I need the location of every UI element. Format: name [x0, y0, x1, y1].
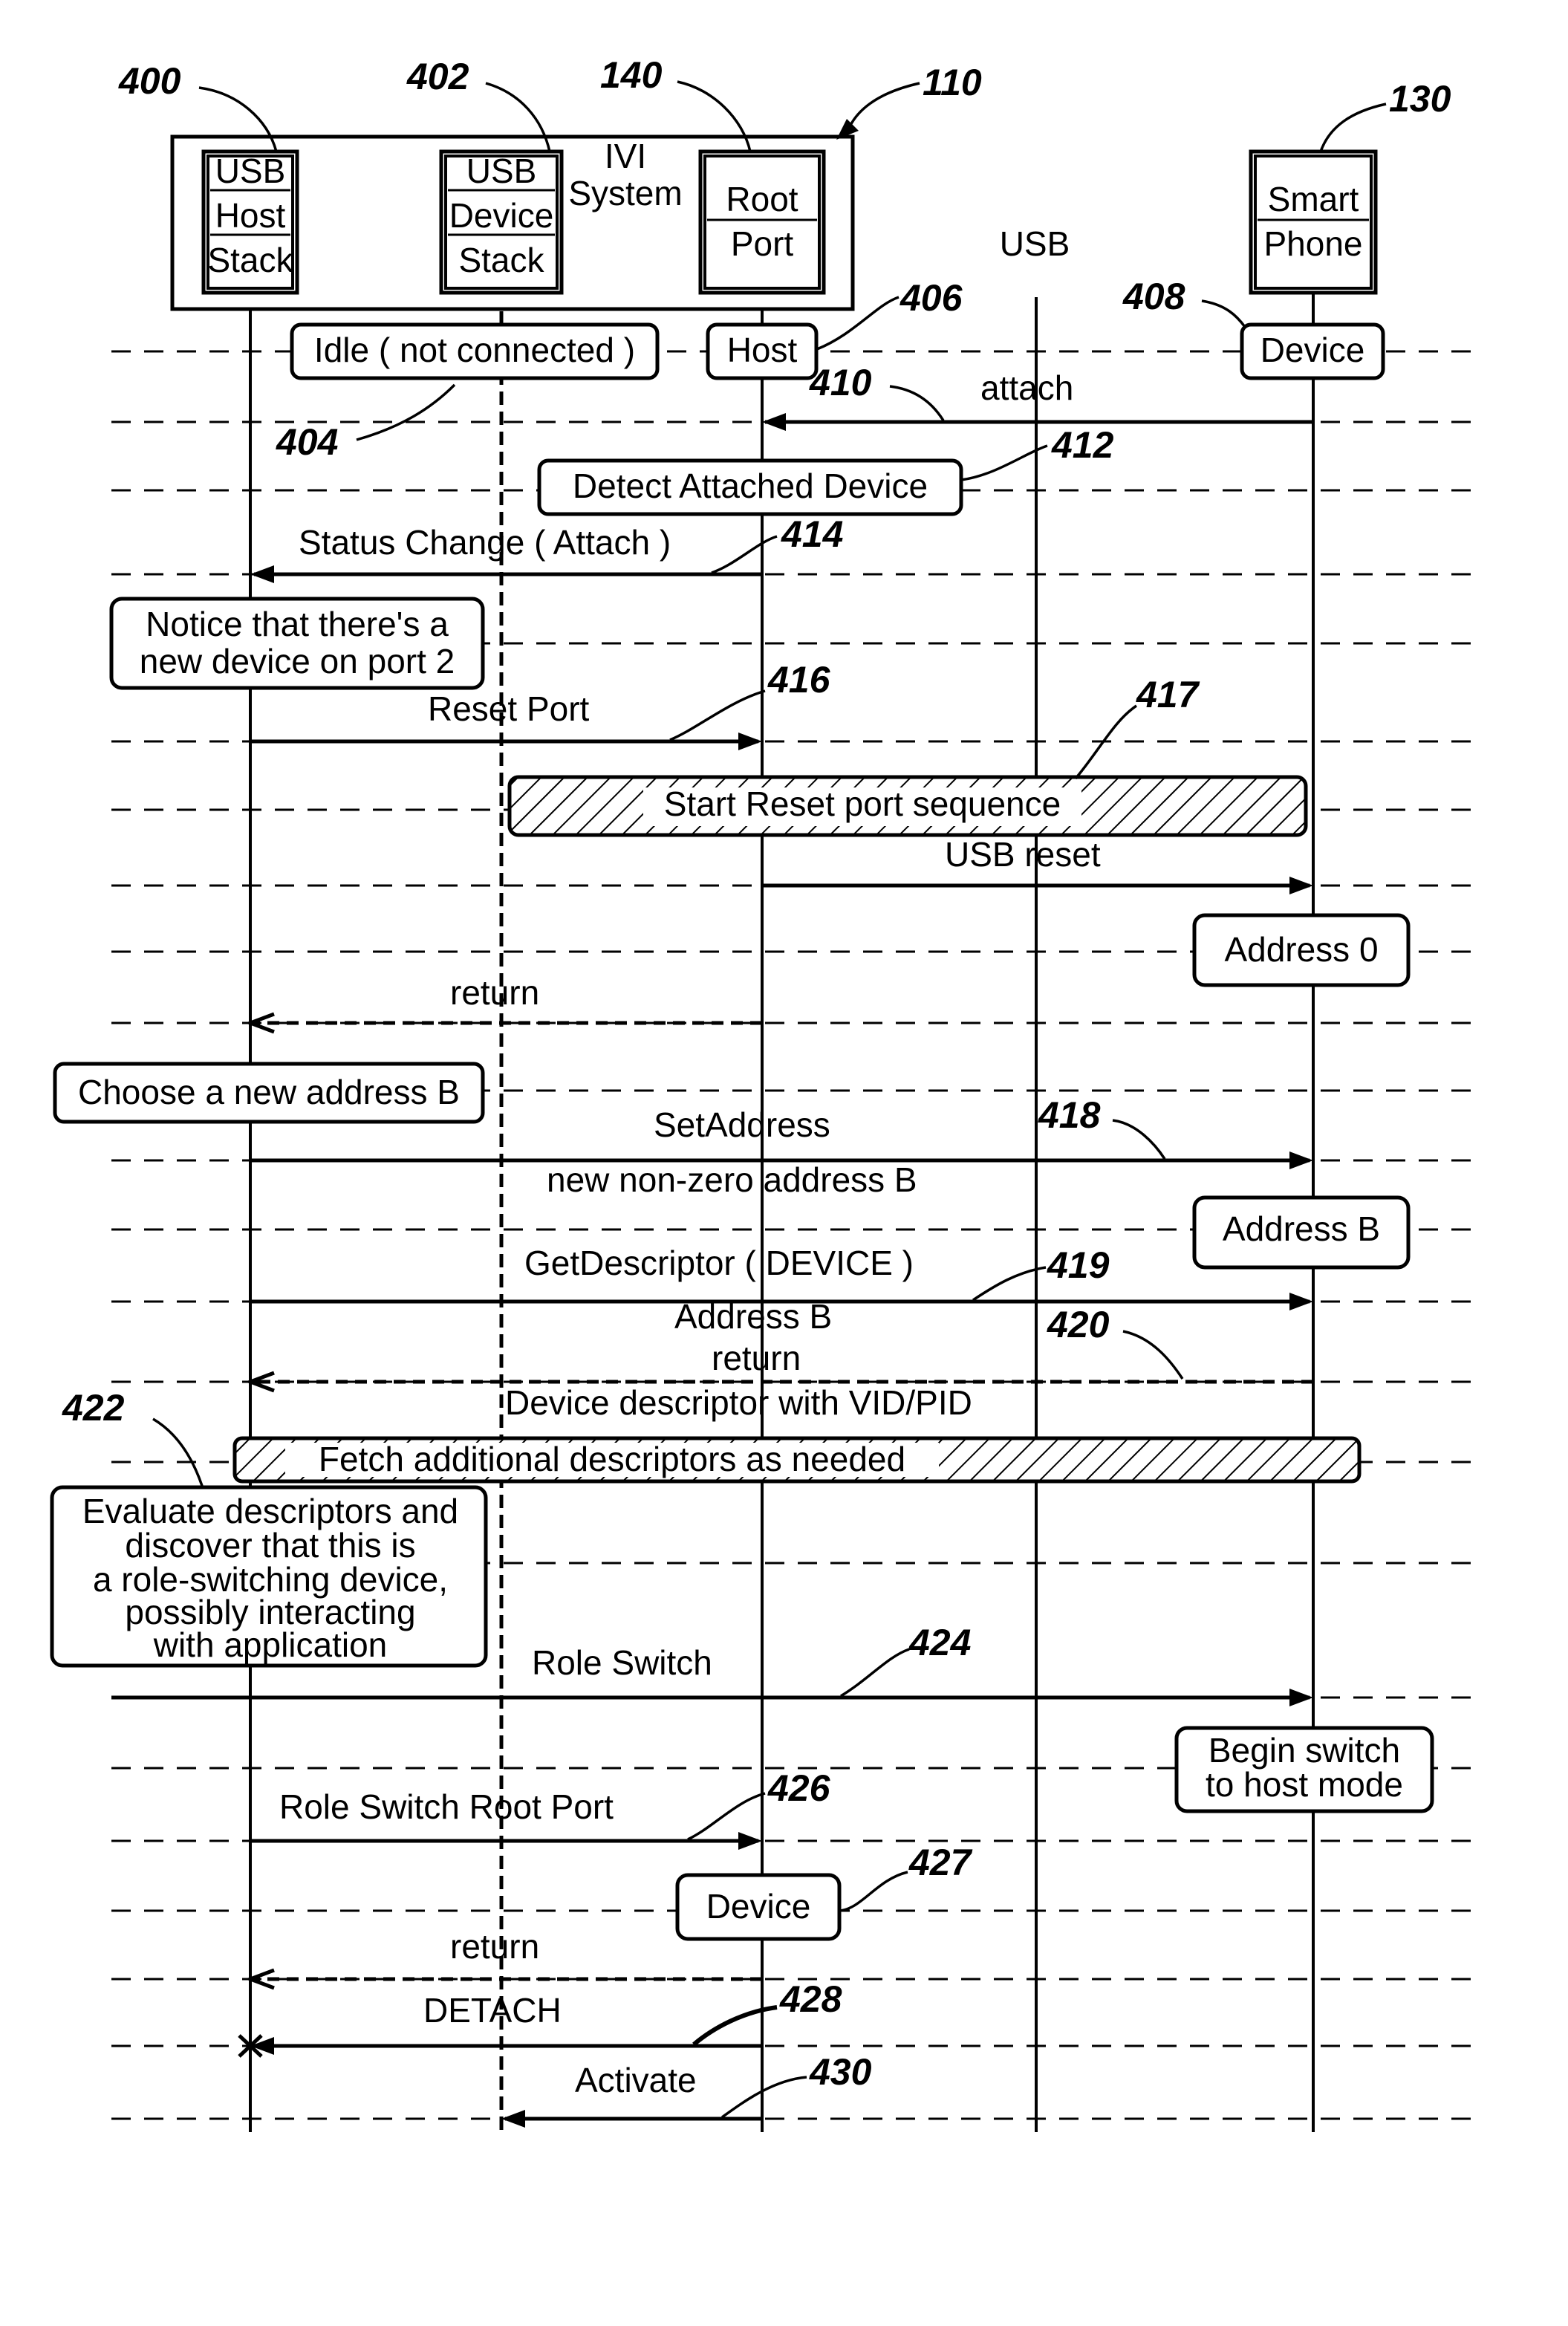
svg-text:new device on port 2: new device on port 2 — [140, 642, 455, 680]
svg-text:Fetch additional descriptors a: Fetch additional descriptors as needed — [319, 1440, 905, 1478]
participant-usb: USB — [1000, 224, 1070, 263]
msg-usb-reset: USB reset — [945, 835, 1101, 874]
fetch-descriptors: Fetch additional descriptors as needed — [235, 1438, 1359, 1481]
svg-text:Address 0: Address 0 — [1224, 930, 1378, 969]
state-begin-switch: Begin switch to host mode — [1177, 1728, 1432, 1811]
ref-408: 408 — [1122, 276, 1185, 317]
state-host: Host — [708, 325, 816, 378]
svg-text:Choose a new address B: Choose a new address B — [78, 1073, 460, 1111]
msg-set-address: SetAddress — [654, 1105, 830, 1144]
ref-422: 422 — [62, 1387, 125, 1429]
msg-return-3: return — [450, 1927, 539, 1966]
ref-410: 410 — [809, 362, 872, 403]
svg-text:Address B: Address B — [1223, 1209, 1380, 1248]
ref-427: 427 — [908, 1842, 973, 1883]
svg-text:discover that this is: discover that this is — [125, 1526, 415, 1565]
participant-usb-device-stack: USB Device Stack — [441, 152, 562, 293]
msg-attach: attach — [980, 368, 1073, 407]
state-notice: Notice that there's a new device on port… — [111, 599, 483, 688]
start-reset-sequence: Start Reset port sequence — [510, 777, 1306, 835]
svg-text:Notice that there's a: Notice that there's a — [146, 605, 449, 643]
msg-role-switch-root-port: Role Switch Root Port — [279, 1787, 614, 1826]
svg-text:Port: Port — [731, 224, 794, 263]
svg-text:Idle ( not connected ): Idle ( not connected ) — [314, 331, 635, 369]
ivi-label-line2: System — [568, 174, 682, 212]
msg-get-descriptor: GetDescriptor ( DEVICE ) — [524, 1244, 914, 1282]
ref-426: 426 — [767, 1767, 831, 1809]
ref-402: 402 — [406, 56, 469, 97]
svg-text:Stack: Stack — [207, 241, 293, 279]
ref-406: 406 — [900, 277, 963, 319]
state-detect: Detect Attached Device — [539, 461, 961, 514]
svg-text:Detect Attached Device: Detect Attached Device — [573, 467, 928, 505]
ref-418: 418 — [1038, 1094, 1101, 1136]
state-address-b: Address B — [1194, 1198, 1408, 1267]
ref-130: 130 — [1389, 78, 1451, 120]
ref-420: 420 — [1047, 1304, 1110, 1345]
state-idle: Idle ( not connected ) — [292, 325, 657, 378]
msg-device-descriptor: Device descriptor with VID/PID — [505, 1383, 972, 1422]
svg-text:Device: Device — [449, 196, 554, 235]
msg-role-switch: Role Switch — [532, 1643, 712, 1682]
msg-return-2: return — [712, 1339, 801, 1377]
svg-text:Device: Device — [706, 1887, 811, 1926]
svg-text:Start Reset port sequence: Start Reset port sequence — [664, 784, 1061, 823]
svg-text:Host: Host — [215, 196, 286, 235]
ref-417: 417 — [1136, 674, 1200, 715]
ref-140: 140 — [600, 54, 663, 96]
ref-428: 428 — [779, 1978, 842, 2020]
ref-404: 404 — [276, 421, 338, 463]
svg-text:Device: Device — [1260, 331, 1365, 369]
msg-reset-port: Reset Port — [428, 689, 590, 728]
msg-return-1: return — [450, 973, 539, 1012]
svg-text:USB: USB — [215, 152, 286, 190]
svg-text:to host mode: to host mode — [1206, 1765, 1403, 1804]
participant-usb-host-stack: USB Host Stack — [204, 152, 297, 293]
state-address-0: Address 0 — [1194, 915, 1408, 985]
msg-detach: DETACH — [423, 1991, 562, 2030]
participant-root-port: Root Port — [700, 152, 824, 293]
svg-text:Begin switch: Begin switch — [1208, 1731, 1400, 1770]
ref-416: 416 — [767, 659, 831, 701]
msg-status-change: Status Change ( Attach ) — [299, 523, 671, 562]
svg-text:with application: with application — [153, 1625, 388, 1664]
ref-419: 419 — [1047, 1244, 1110, 1286]
ref-400: 400 — [118, 60, 181, 102]
msg-activate: Activate — [575, 2061, 697, 2099]
ref-412: 412 — [1051, 424, 1114, 466]
svg-text:Evaluate descriptors and: Evaluate descriptors and — [82, 1492, 458, 1530]
svg-text:Root: Root — [726, 180, 798, 218]
svg-text:Phone: Phone — [1263, 224, 1362, 263]
state-device-top: Device — [1242, 325, 1383, 378]
ref-430: 430 — [809, 2051, 872, 2093]
svg-text:Smart: Smart — [1268, 180, 1359, 218]
ref-414: 414 — [781, 513, 843, 555]
state-evaluate: Evaluate descriptors and discover that t… — [52, 1487, 486, 1666]
ref-424: 424 — [908, 1622, 971, 1663]
msg-address-b: Address B — [674, 1297, 832, 1336]
svg-text:Stack: Stack — [458, 241, 544, 279]
svg-text:Host: Host — [727, 331, 798, 369]
ref-110: 110 — [923, 62, 982, 103]
participant-smart-phone: Smart Phone — [1251, 152, 1376, 293]
msg-new-address: new non-zero address B — [547, 1160, 917, 1199]
state-device-bottom: Device — [677, 1875, 839, 1939]
svg-text:USB: USB — [466, 152, 537, 190]
ivi-label-line1: IVI — [605, 137, 646, 175]
state-choose: Choose a new address B — [55, 1064, 483, 1122]
